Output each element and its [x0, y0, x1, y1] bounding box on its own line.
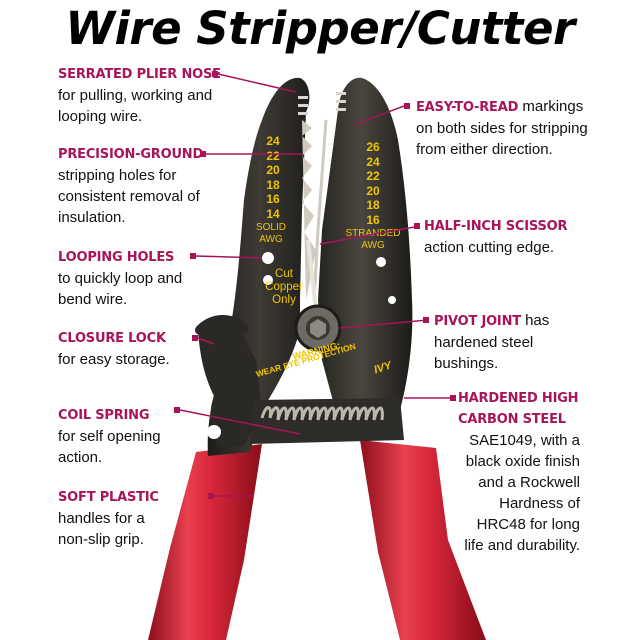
looping-hole-2: [263, 275, 273, 285]
callout-heading: HALF-INCH SCISSOR: [424, 219, 568, 234]
cut-label-line-2: Copper: [265, 281, 303, 293]
serrations-left: [298, 96, 308, 115]
coil-spring: [260, 406, 384, 421]
page-title: Wire Stripper/Cutter: [65, 2, 575, 55]
solid-gauge-14: 14: [266, 206, 280, 221]
looping-hole-1: [262, 252, 274, 264]
callout-coil-spring: COIL SPRING for self opening action.: [58, 405, 188, 468]
solid-gauge-16: 16: [266, 192, 280, 207]
right-jaw: [318, 77, 413, 440]
solid-gauge-markings: 24 22 20 18 16 14: [258, 134, 288, 222]
callout-pivot-joint: PIVOT JOINT has hardened steel bushings.: [434, 310, 584, 374]
solid-gauge-18: 18: [266, 177, 280, 192]
serrations-right: [336, 92, 346, 111]
callout-heading: SERRATED PLIER NOSE: [58, 67, 221, 82]
cut-copper-only-label: Cut Copper Only: [256, 268, 312, 307]
callout-hardened-high-carbon-steel: HARDENED HIGH CARBON STEEL SAE1049, with…: [458, 388, 580, 556]
callout-heading: PIVOT JOINT: [434, 314, 521, 329]
callout-heading: SOFT PLASTIC: [58, 490, 159, 505]
left-handle: [148, 444, 262, 640]
callout-heading: CLOSURE LOCK: [58, 331, 166, 346]
cut-label-line-3: Only: [272, 294, 296, 306]
callout-heading: PRECISION-GROUND: [58, 147, 204, 162]
closure-lock: [198, 320, 262, 446]
cut-label-line-1: Cut: [275, 268, 293, 280]
stranded-gauge-20: 20: [366, 183, 380, 198]
callout-serrated-plier-nose: SERRATED PLIER NOSE for pulling, working…: [58, 64, 248, 127]
callout-text: markings on both sides for stripping fro…: [416, 98, 588, 158]
stranded-gauge-markings: 26 24 22 20 18 16: [358, 140, 388, 228]
callout-text: for easy storage.: [58, 351, 170, 368]
callout-precision-ground: PRECISION-GROUND stripping holes for con…: [58, 144, 218, 228]
callout-text: for self opening action.: [58, 428, 161, 466]
stranded-gauge-26: 26: [366, 140, 380, 154]
callout-heading: HARDENED HIGH CARBON STEEL: [458, 391, 579, 427]
callout-text: has hardened steel bushings.: [434, 312, 550, 372]
stripping-notches: [302, 120, 316, 300]
stranded-gauge-22: 22: [366, 169, 380, 184]
stranded-gauge-24: 24: [366, 154, 380, 169]
callout-half-inch-scissor: HALF-INCH SCISSOR action cutting edge.: [424, 216, 584, 258]
right-handle: [360, 440, 486, 640]
callout-heading: EASY-TO-READ: [416, 100, 519, 115]
stranded-gauge-18: 18: [366, 198, 380, 213]
callout-text: SAE1049, with a black oxide finish and a…: [464, 432, 580, 554]
solid-awg-label: SOLID AWG: [255, 222, 286, 245]
callout-easy-to-read: EASY-TO-READ markings on both sides for …: [416, 96, 596, 160]
solid-gauge-22: 22: [266, 148, 280, 163]
callout-heading: LOOPING HOLES: [58, 250, 175, 265]
callout-heading: COIL SPRING: [58, 408, 150, 423]
solid-gauge-24: 24: [266, 134, 280, 148]
stranded-gauge-16: 16: [366, 212, 380, 227]
callout-soft-plastic: SOFT PLASTIC handles for a non-slip grip…: [58, 487, 178, 550]
callout-text: action cutting edge.: [424, 239, 555, 256]
callout-text: stripping holes for consistent removal o…: [58, 167, 200, 226]
callout-closure-lock: CLOSURE LOCK for easy storage.: [58, 328, 208, 370]
callout-text: for pulling, working and looping wire.: [58, 87, 213, 125]
stranded-awg-label: STRANDED AWG: [345, 228, 401, 251]
solid-gauge-20: 20: [266, 163, 280, 178]
callout-looping-holes: LOOPING HOLES to quickly loop and bend w…: [58, 247, 218, 310]
callout-text: to quickly loop and bend wire.: [58, 270, 183, 308]
callout-text: handles for a non-slip grip.: [58, 510, 145, 548]
